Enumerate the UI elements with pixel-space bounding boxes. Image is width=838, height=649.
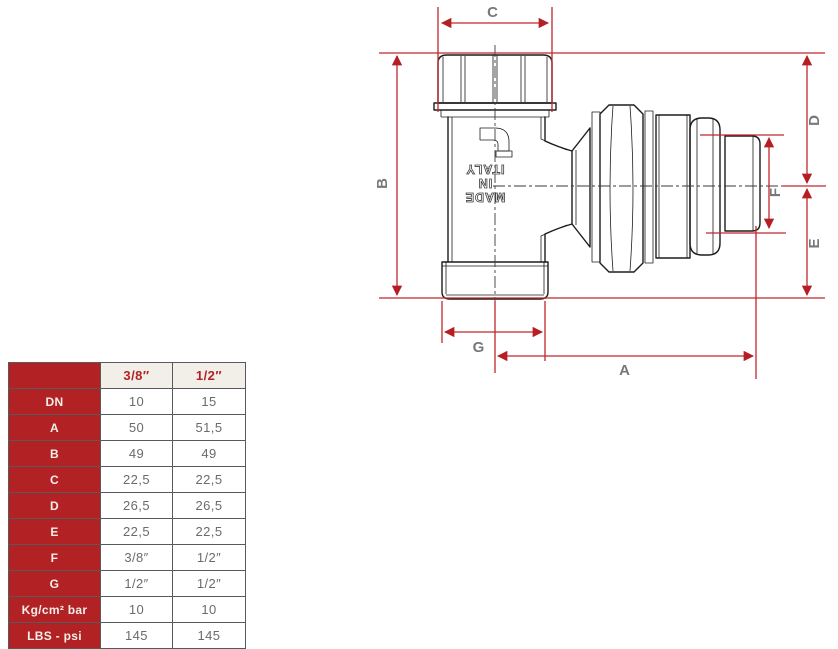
- spec-table: 3/8″ 1/2″ DN 10 15 A 50 51,5 B 49 49 C 2…: [8, 362, 246, 649]
- row-label-a: A: [9, 415, 101, 441]
- made-in-italy-stamp: MADE IN ITALY: [464, 162, 506, 205]
- col-header-3-8: 3/8″: [101, 363, 173, 389]
- row-label-g: G: [9, 571, 101, 597]
- valve-cone: [571, 127, 591, 248]
- stamp-line-made: MADE: [465, 190, 506, 204]
- dim-a-label: A: [619, 362, 631, 379]
- cell-c-col2: 22,5: [173, 467, 246, 493]
- tailpiece-cylinder: [655, 114, 691, 259]
- dim-b-label: B: [375, 177, 391, 189]
- dim-c-extensions: [437, 7, 553, 112]
- stamp-line-italy: ITALY: [465, 162, 504, 176]
- flow-elbow-glyph: [479, 127, 513, 158]
- rounded-collar: [689, 117, 721, 256]
- cell-g-col1: 1/2″: [101, 571, 173, 597]
- dim-e-label: E: [806, 237, 823, 248]
- dim-c-label: C: [487, 4, 499, 21]
- row-label-d: D: [9, 493, 101, 519]
- cell-g-col2: 1/2″: [173, 571, 246, 597]
- cell-dn-col2: 15: [173, 389, 246, 415]
- valve-cap: [433, 54, 557, 118]
- union-nut: [599, 104, 644, 273]
- washer-left: [591, 111, 601, 263]
- row-label-kg-cm2-bar: Kg/cm² bar: [9, 597, 101, 623]
- dim-a-extensions: [494, 226, 757, 379]
- cell-a-col1: 50: [101, 415, 173, 441]
- row-label-f: F: [9, 545, 101, 571]
- cell-e-col2: 22,5: [173, 519, 246, 545]
- cell-kg-col1: 10: [101, 597, 173, 623]
- cell-f-col1: 3/8″: [101, 545, 173, 571]
- cell-a-col2: 51,5: [173, 415, 246, 441]
- stamp-line-in: IN: [478, 176, 493, 190]
- cell-c-col1: 22,5: [101, 467, 173, 493]
- cell-lbs-col2: 145: [173, 623, 246, 649]
- valve-drawing-svg: MADE IN ITALY B C D: [374, 4, 826, 379]
- cell-lbs-col1: 145: [101, 623, 173, 649]
- dim-f-extensions: [700, 134, 786, 234]
- row-label-dn: DN: [9, 389, 101, 415]
- cell-d-col1: 26,5: [101, 493, 173, 519]
- valve-outline: MADE IN ITALY: [433, 45, 789, 310]
- row-label-e: E: [9, 519, 101, 545]
- cell-dn-col1: 10: [101, 389, 173, 415]
- dimension-annotations: B C D E F G: [374, 4, 826, 379]
- cell-d-col2: 26,5: [173, 493, 246, 519]
- cell-kg-col2: 10: [173, 597, 246, 623]
- dim-d-label: D: [806, 114, 823, 126]
- cell-b-col1: 49: [101, 441, 173, 467]
- male-thread: [724, 135, 761, 232]
- row-label-b: B: [9, 441, 101, 467]
- col-header-1-2: 1/2″: [173, 363, 246, 389]
- cell-b-col2: 49: [173, 441, 246, 467]
- row-label-c: C: [9, 467, 101, 493]
- washer-right: [644, 110, 654, 264]
- table-corner-cell: [9, 363, 101, 389]
- technical-drawing: MADE IN ITALY B C D: [374, 0, 838, 390]
- dim-g-label: G: [473, 339, 486, 356]
- dim-g-extensions: [441, 301, 546, 361]
- cell-f-col2: 1/2″: [173, 545, 246, 571]
- cell-e-col1: 22,5: [101, 519, 173, 545]
- valve-body: [447, 116, 577, 263]
- row-label-lbs-psi: LBS - psi: [9, 623, 101, 649]
- dim-f-label: F: [767, 187, 784, 197]
